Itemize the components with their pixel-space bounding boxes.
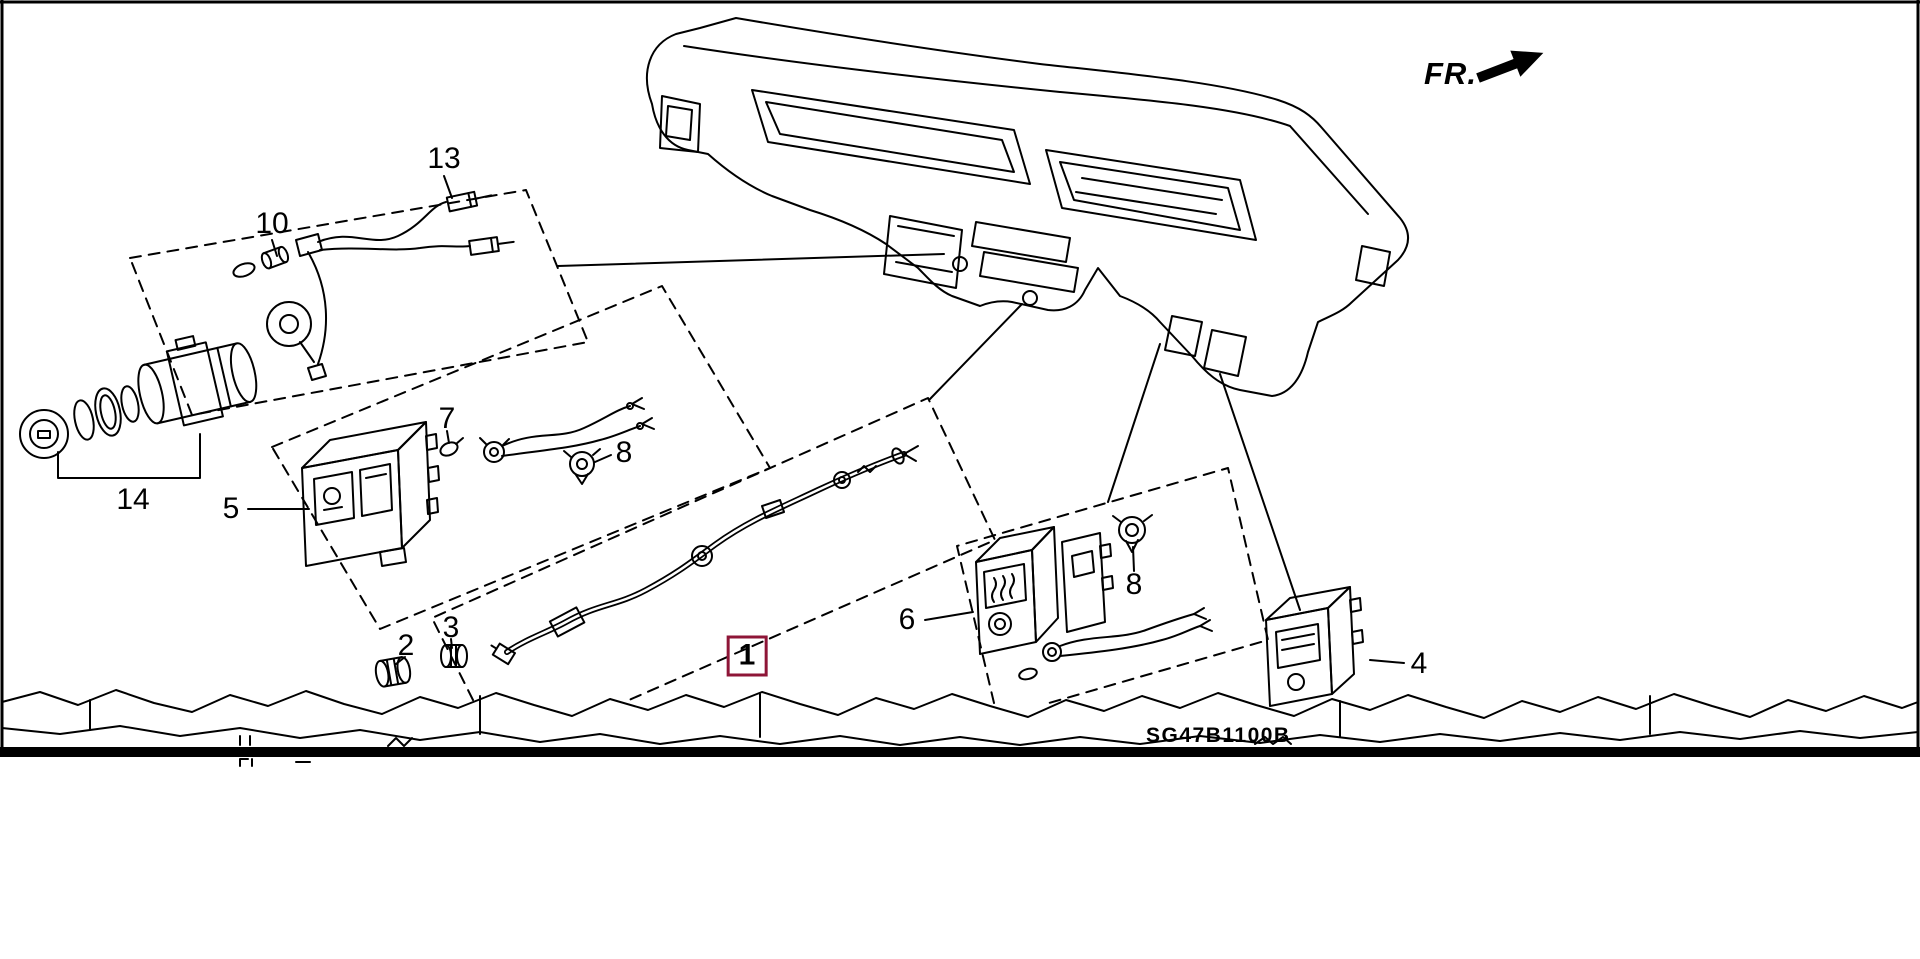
bottom-border-bar xyxy=(0,747,1920,767)
sub-harness-right xyxy=(1018,607,1213,681)
callout-4[interactable]: 4 xyxy=(1410,647,1428,680)
callout-7[interactable]: 7 xyxy=(438,402,456,435)
fr-arrow-icon xyxy=(1476,50,1544,83)
nut-3 xyxy=(440,644,468,668)
fr-direction-label: FR. xyxy=(1424,56,1477,91)
cigarette-lighter-assembly xyxy=(19,245,327,459)
callout-13[interactable]: 13 xyxy=(427,142,461,175)
bulb-socket-8-left xyxy=(563,448,601,485)
page-frame xyxy=(0,0,1920,752)
callout-6[interactable]: 6 xyxy=(898,603,916,636)
switch-5 xyxy=(301,421,440,567)
diagram-part-code: SG47B1100B xyxy=(1146,724,1291,747)
wire-harness-13 xyxy=(295,190,515,365)
control-cable-1 xyxy=(490,445,919,666)
sub-harness-left xyxy=(479,397,655,463)
switch-bracket-6 xyxy=(1061,532,1114,633)
bulb-7 xyxy=(439,437,464,457)
torn-edge xyxy=(1,689,1919,747)
dashboard-panel xyxy=(645,17,1409,397)
callout-8-right[interactable]: 8 xyxy=(1125,568,1143,601)
callout-10[interactable]: 10 xyxy=(255,207,289,240)
switch-4 xyxy=(1265,586,1364,707)
callout-3[interactable]: 3 xyxy=(442,611,460,644)
switch-6 xyxy=(975,526,1059,655)
callout-8-left[interactable]: 8 xyxy=(615,436,633,469)
leader-lines xyxy=(57,175,1405,665)
callout-1-highlighted[interactable]: 1 xyxy=(726,635,768,677)
callout-2[interactable]: 2 xyxy=(397,629,415,662)
bulb-socket-8-right xyxy=(1112,514,1153,553)
callout-14[interactable]: 14 xyxy=(116,483,150,516)
knob-2 xyxy=(374,656,412,688)
dashed-group-boxes xyxy=(129,189,1269,704)
callout-5[interactable]: 5 xyxy=(222,492,240,525)
